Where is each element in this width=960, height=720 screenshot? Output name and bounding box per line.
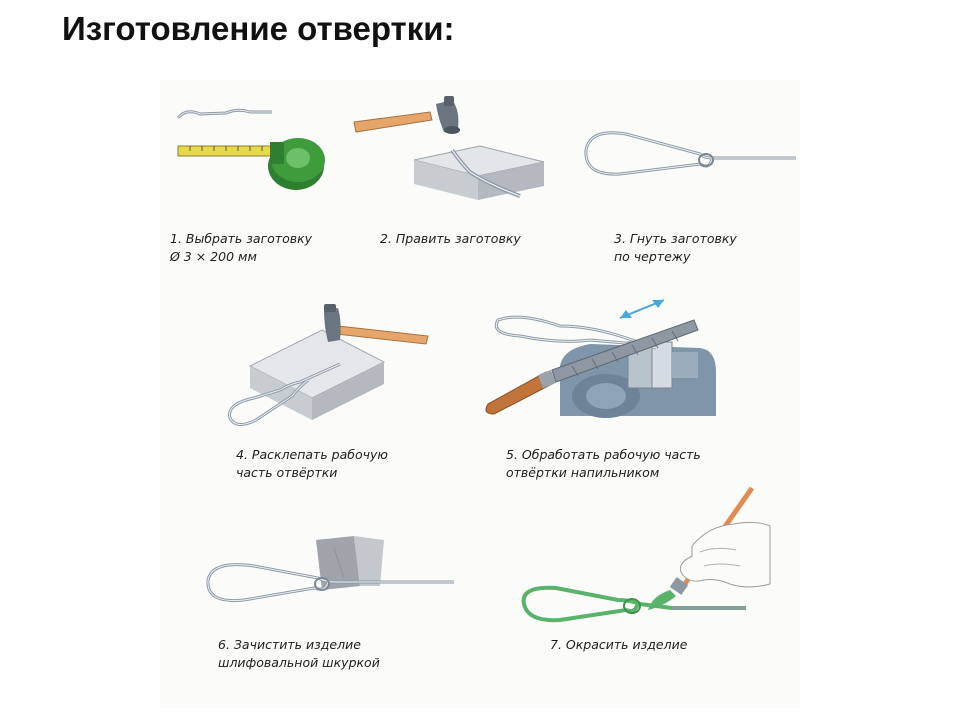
step-7-label: 7. Окрасить изделие	[550, 637, 688, 652]
step2-illustration	[353, 96, 545, 200]
step-6-label: 6. Зачистить изделие	[218, 637, 361, 652]
step5-illustration	[485, 299, 716, 418]
step-2-caption: 2. Править заготовку	[380, 230, 521, 248]
step-4-sublabel: часть отвёртки	[236, 465, 338, 480]
step-6-caption: 6. Зачистить изделие шлифовальной шкурко…	[218, 636, 380, 672]
hammer-icon	[324, 304, 429, 345]
painted-wire	[521, 585, 746, 623]
step-1-sublabel: Ø 3 × 200 мм	[170, 249, 257, 264]
step-3-caption: 3. Гнуть заготовку по чертежу	[614, 230, 737, 266]
page-title: Изготовление отвертки:	[62, 10, 455, 47]
sandpaper-icon	[316, 536, 384, 590]
step3-illustration	[584, 131, 796, 176]
bent-wire	[584, 131, 796, 176]
step-3-label: 3. Гнуть заготовку	[614, 231, 737, 246]
file-tool-icon	[485, 319, 699, 415]
step-4-caption: 4. Расклепать рабочую часть отвёртки	[236, 446, 388, 482]
step-1-label: 1. Выбрать заготовку	[170, 231, 313, 246]
step-5-sublabel: отвёртки напильником	[506, 465, 660, 480]
metal-plate-icon	[248, 329, 386, 420]
step-3-sublabel: по чертежу	[614, 249, 691, 264]
step-7-caption: 7. Окрасить изделие	[550, 636, 687, 654]
hand-icon	[679, 521, 771, 588]
step-5-caption: 5. Обработать рабочую часть отвёртки нап…	[506, 446, 701, 482]
step-4-label: 4. Расклепать рабочую	[236, 447, 388, 462]
step6-illustration	[206, 536, 454, 603]
step7-illustration	[521, 486, 771, 623]
step4-illustration	[228, 304, 429, 426]
step1-illustration	[176, 108, 325, 190]
step-5-label: 5. Обработать рабочую часть	[506, 447, 701, 462]
step-2-label: 2. Править заготовку	[380, 231, 521, 246]
tape-measure-icon	[177, 138, 325, 190]
metal-plate-icon	[413, 145, 545, 200]
bench-vise-icon	[559, 341, 716, 418]
hammer-icon	[353, 96, 460, 134]
step-1-caption: 1. Выбрать заготовку Ø 3 × 200 мм	[170, 230, 312, 266]
step-6-sublabel: шлифовальной шкуркой	[218, 655, 380, 670]
motion-arrow-icon	[619, 299, 665, 319]
